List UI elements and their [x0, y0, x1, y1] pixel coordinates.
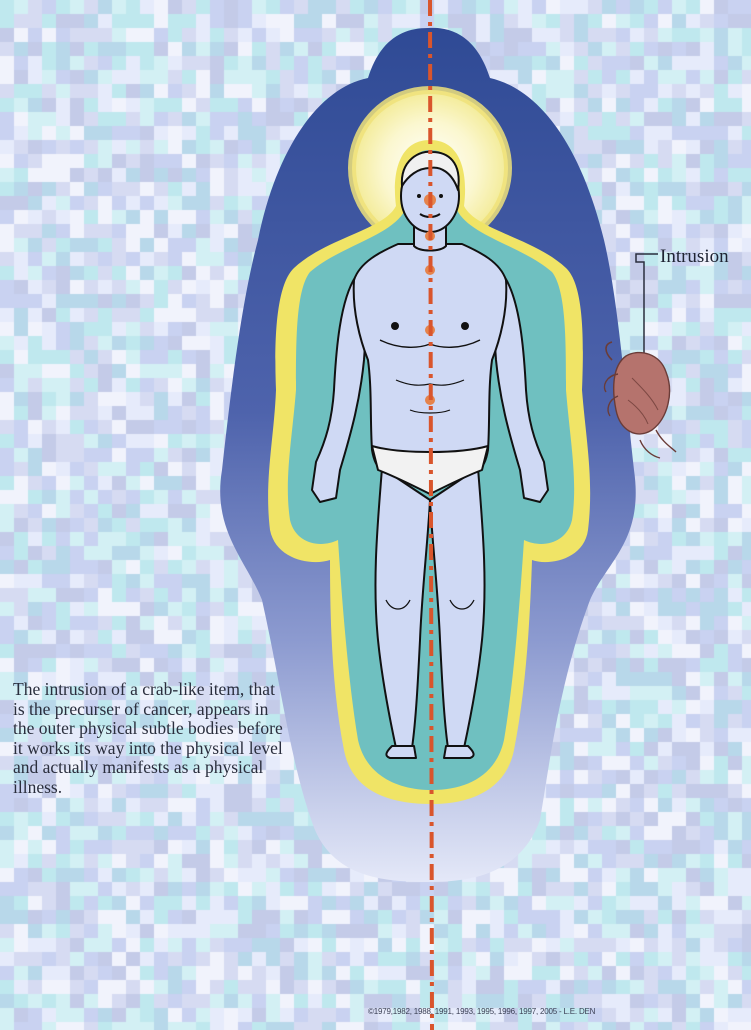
intrusion-label: Intrusion [660, 246, 729, 268]
diagram-caption: The intrusion of a crab-like item, that … [13, 680, 288, 798]
intrusion-pointer-line [636, 254, 658, 360]
copyright-notice: ©1979,1982, 1988, 1991, 1993, 1995, 1996… [368, 1007, 751, 1016]
